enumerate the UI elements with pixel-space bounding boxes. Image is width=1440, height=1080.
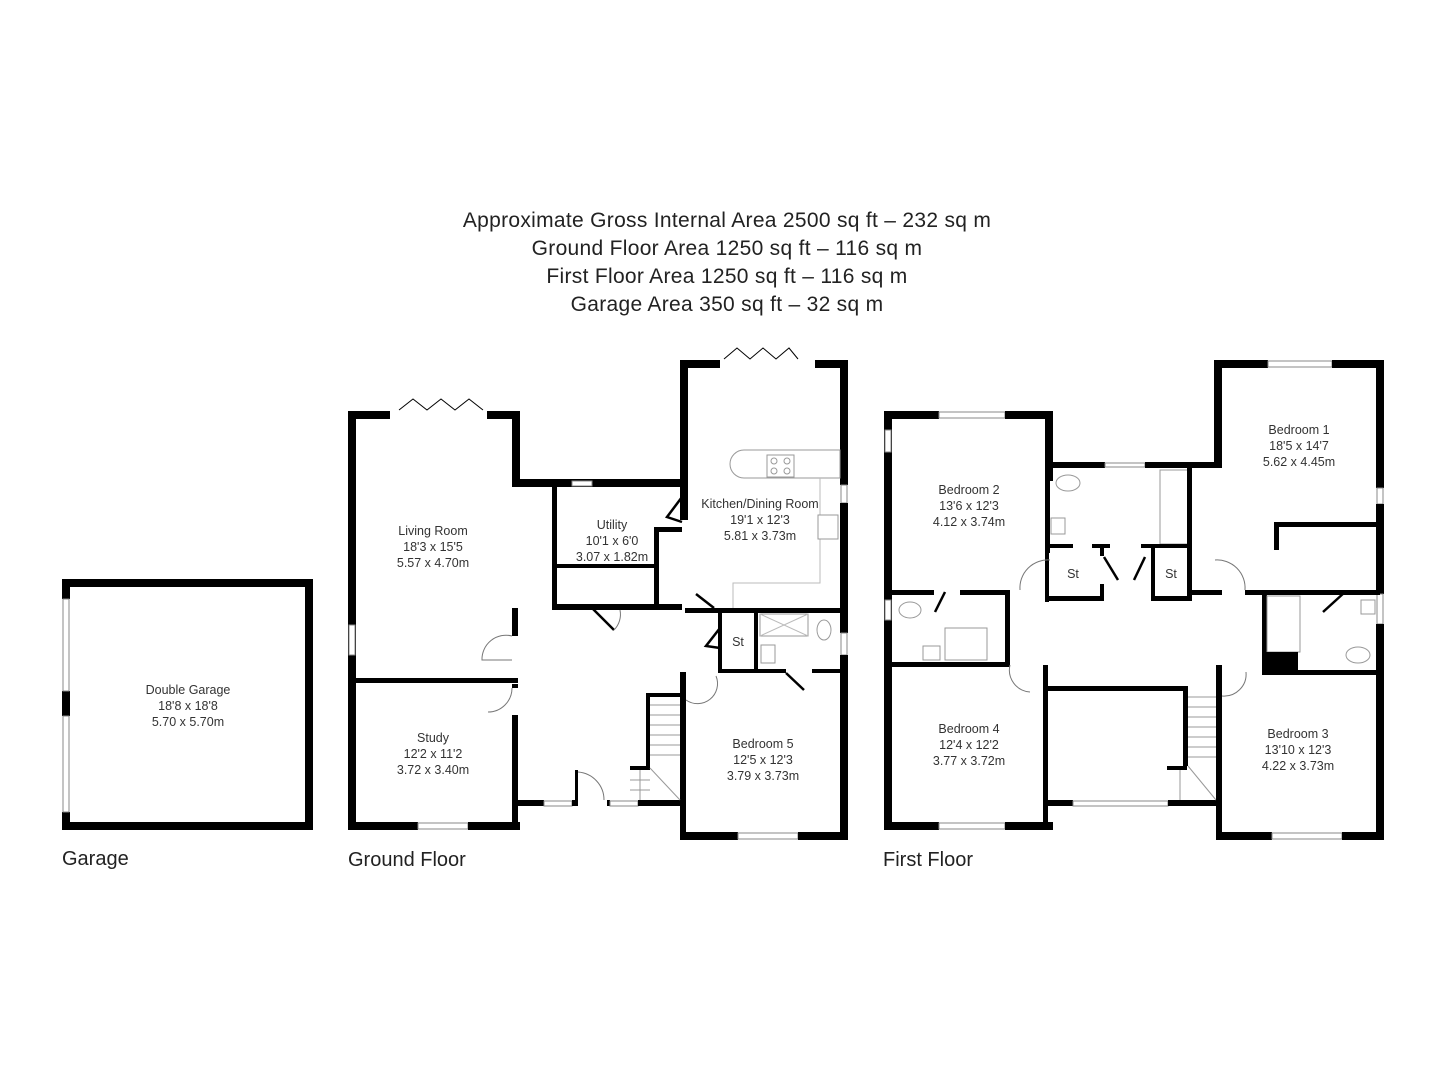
room-study: Study 12'2 x 11'2 3.72 x 3.40m bbox=[397, 730, 469, 778]
room-dimensions-imperial: 18'5 x 14'7 bbox=[1269, 439, 1329, 453]
room-dimensions-imperial: 10'1 x 6'0 bbox=[585, 534, 639, 548]
room-name: Utility bbox=[596, 518, 628, 532]
room-dimensions-metric: 4.22 x 3.73m bbox=[1261, 759, 1335, 773]
room-kitchen-dining: Kitchen/Dining Room 19'1 x 12'3 5.81 x 3… bbox=[701, 496, 818, 544]
room-living-room: Living Room 18'3 x 15'5 5.57 x 4.70m bbox=[397, 523, 469, 571]
room-dimensions-metric: 4.12 x 3.74m bbox=[932, 515, 1006, 529]
room-name: Bedroom 3 bbox=[1267, 727, 1329, 741]
room-dimensions-imperial: 18'3 x 15'5 bbox=[403, 540, 463, 554]
room-dimensions-metric: 5.62 x 4.45m bbox=[1262, 455, 1336, 469]
room-dimensions-metric: 3.79 x 3.73m bbox=[726, 769, 800, 783]
area-summary: Approximate Gross Internal Area 2500 sq … bbox=[0, 207, 1440, 319]
room-dimensions-metric: 5.57 x 4.70m bbox=[396, 556, 470, 570]
room-dimensions-metric: 3.72 x 3.40m bbox=[396, 763, 470, 777]
room-dimensions-metric: 3.77 x 3.72m bbox=[932, 754, 1006, 768]
room-name: Bedroom 5 bbox=[732, 737, 794, 751]
room-bedroom-2: Bedroom 2 13'6 x 12'3 4.12 x 3.74m bbox=[933, 482, 1005, 530]
ground-floor-area: Ground Floor Area 1250 sq ft – 116 sq m bbox=[531, 237, 923, 260]
room-dimensions-metric: 3.07 x 1.82m bbox=[575, 550, 649, 564]
room-dimensions-imperial: 12'2 x 11'2 bbox=[403, 747, 463, 761]
room-name: Living Room bbox=[398, 524, 468, 538]
room-dimensions-imperial: 13'10 x 12'3 bbox=[1264, 743, 1332, 757]
room-dimensions-imperial: 18'8 x 18'8 bbox=[158, 699, 218, 713]
room-bedroom-4: Bedroom 4 12'4 x 12'2 3.77 x 3.72m bbox=[933, 721, 1005, 769]
storage-label-first-right: St bbox=[1165, 567, 1177, 581]
room-dimensions-metric: 5.70 x 5.70m bbox=[151, 715, 225, 729]
garage-plan bbox=[62, 579, 313, 830]
gross-internal-area: Approximate Gross Internal Area 2500 sq … bbox=[462, 209, 992, 232]
garage-area: Garage Area 350 sq ft – 32 sq m bbox=[570, 293, 884, 316]
room-name: Study bbox=[417, 731, 449, 745]
room-utility: Utility 10'1 x 6'0 3.07 x 1.82m bbox=[576, 517, 648, 565]
room-double-garage: Double Garage 18'8 x 18'8 5.70 x 5.70m bbox=[146, 682, 231, 730]
room-dimensions-imperial: 12'5 x 12'3 bbox=[733, 753, 793, 767]
floor-label-first: First Floor bbox=[883, 849, 973, 871]
room-name: Kitchen/Dining Room bbox=[701, 497, 819, 511]
room-name: Bedroom 1 bbox=[1268, 423, 1330, 437]
room-bedroom-1: Bedroom 1 18'5 x 14'7 5.62 x 4.45m bbox=[1263, 422, 1335, 470]
storage-label-first-left: St bbox=[1067, 567, 1079, 581]
room-name: Bedroom 4 bbox=[938, 722, 1000, 736]
room-name: Double Garage bbox=[145, 683, 231, 697]
room-dimensions-imperial: 19'1 x 12'3 bbox=[730, 513, 790, 527]
floor-label-ground: Ground Floor bbox=[348, 849, 466, 871]
room-bedroom-3: Bedroom 3 13'10 x 12'3 4.22 x 3.73m bbox=[1262, 726, 1334, 774]
floor-label-garage: Garage bbox=[62, 848, 129, 870]
room-bedroom-5: Bedroom 5 12'5 x 12'3 3.79 x 3.73m bbox=[727, 736, 799, 784]
first-floor-area: First Floor Area 1250 sq ft – 116 sq m bbox=[546, 265, 908, 288]
room-dimensions-metric: 5.81 x 3.73m bbox=[723, 529, 797, 543]
room-dimensions-imperial: 13'6 x 12'3 bbox=[939, 499, 999, 513]
room-dimensions-imperial: 12'4 x 12'2 bbox=[939, 738, 999, 752]
storage-label-ground: St bbox=[732, 635, 744, 649]
first-floor-plan bbox=[884, 360, 1384, 840]
ground-floor-plan bbox=[348, 347, 848, 840]
room-name: Bedroom 2 bbox=[938, 483, 1000, 497]
